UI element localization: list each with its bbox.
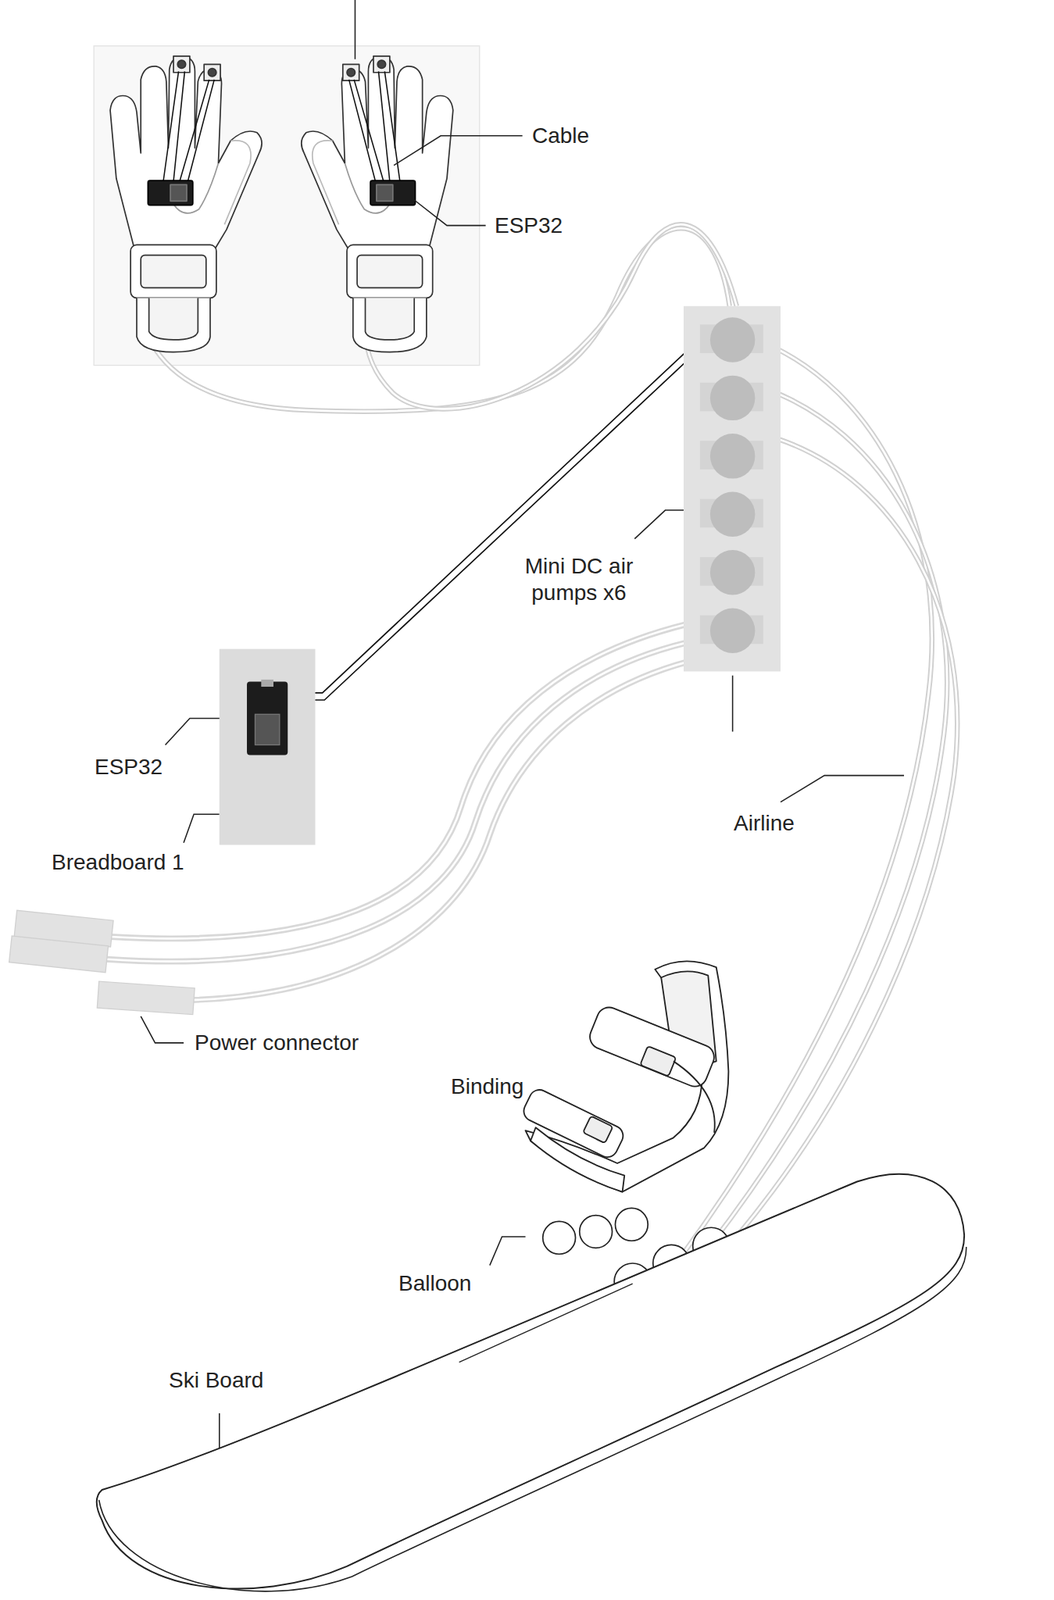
signal-wire bbox=[287, 336, 706, 701]
part-label: ESP32 bbox=[492, 212, 565, 240]
part-label: Ski Board bbox=[166, 1367, 266, 1394]
part-label: Airline bbox=[731, 810, 797, 837]
pump-strip bbox=[683, 306, 781, 672]
air-pump bbox=[710, 433, 755, 479]
part-label: Binding bbox=[448, 1073, 526, 1101]
air-pump bbox=[710, 607, 755, 653]
air-pump bbox=[710, 550, 755, 595]
air-pump bbox=[710, 492, 755, 537]
part-label: Balloon bbox=[396, 1270, 474, 1297]
ski-board bbox=[96, 1174, 967, 1592]
air-pump bbox=[710, 375, 755, 421]
part-label: Cable bbox=[529, 122, 592, 150]
binding bbox=[520, 961, 729, 1192]
leader-line bbox=[354, 0, 357, 60]
part-label: Power connector bbox=[192, 1029, 361, 1057]
part-label: Mini DC air pumps x6 bbox=[498, 553, 660, 606]
glove bbox=[110, 56, 262, 353]
glove-cables bbox=[137, 199, 737, 412]
part-label: ESP32 bbox=[92, 753, 165, 781]
power-cables bbox=[106, 624, 690, 1001]
power-connectors bbox=[9, 910, 196, 1015]
air-pump bbox=[710, 317, 755, 362]
breadboard bbox=[219, 649, 316, 846]
part-label: Breadboard 1 bbox=[49, 849, 187, 876]
